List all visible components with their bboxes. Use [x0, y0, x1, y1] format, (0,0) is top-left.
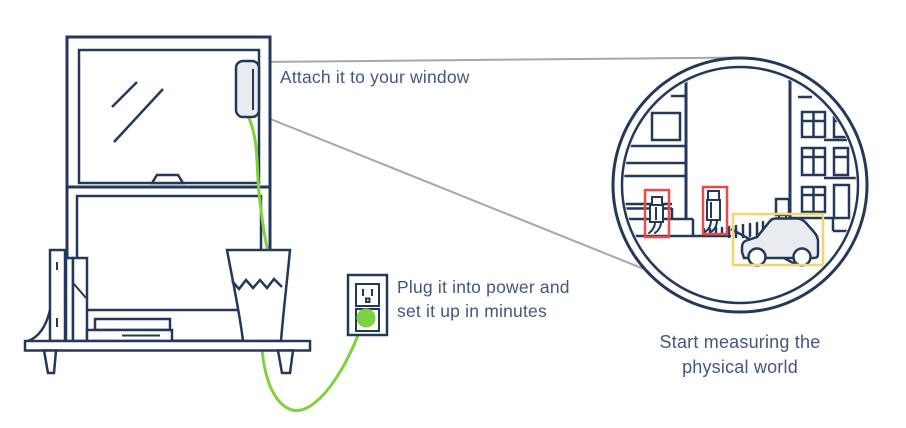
power-cable-icon — [245, 112, 270, 254]
power-cable-icon — [260, 325, 363, 412]
right-building-icon — [788, 69, 856, 233]
person-detection-box — [701, 185, 729, 236]
magnifier-circle-icon — [611, 56, 869, 314]
plug-caption-line2: set it up in minutes — [397, 300, 547, 321]
shelf-icon — [23, 339, 312, 375]
power-outlet-icon — [346, 273, 389, 337]
glass-reflection — [113, 88, 164, 143]
magnifier-connector-lines — [257, 56, 743, 272]
measure-caption-line2: physical world — [682, 357, 798, 377]
vehicle-detection-box — [731, 212, 825, 267]
pedestrian-icon — [704, 190, 721, 233]
plug-caption: Plug it into power and set it up in minu… — [397, 276, 570, 323]
power-plug-icon — [356, 308, 376, 328]
sensor-device-icon — [234, 59, 261, 119]
plug-caption-line1: Plug it into power and — [397, 277, 570, 297]
measure-caption: Start measuring the physical world — [638, 330, 842, 380]
measure-caption-line1: Start measuring the — [659, 332, 821, 352]
street-scene — [624, 69, 856, 267]
pedestrian-icon — [648, 196, 664, 234]
attach-caption: Attach it to your window — [280, 66, 470, 90]
attach-caption-text: Attach it to your window — [280, 67, 470, 87]
person-detection-box — [643, 188, 671, 239]
glass-reflection — [111, 81, 138, 108]
car-icon — [740, 217, 820, 267]
sash-handle — [149, 173, 186, 185]
